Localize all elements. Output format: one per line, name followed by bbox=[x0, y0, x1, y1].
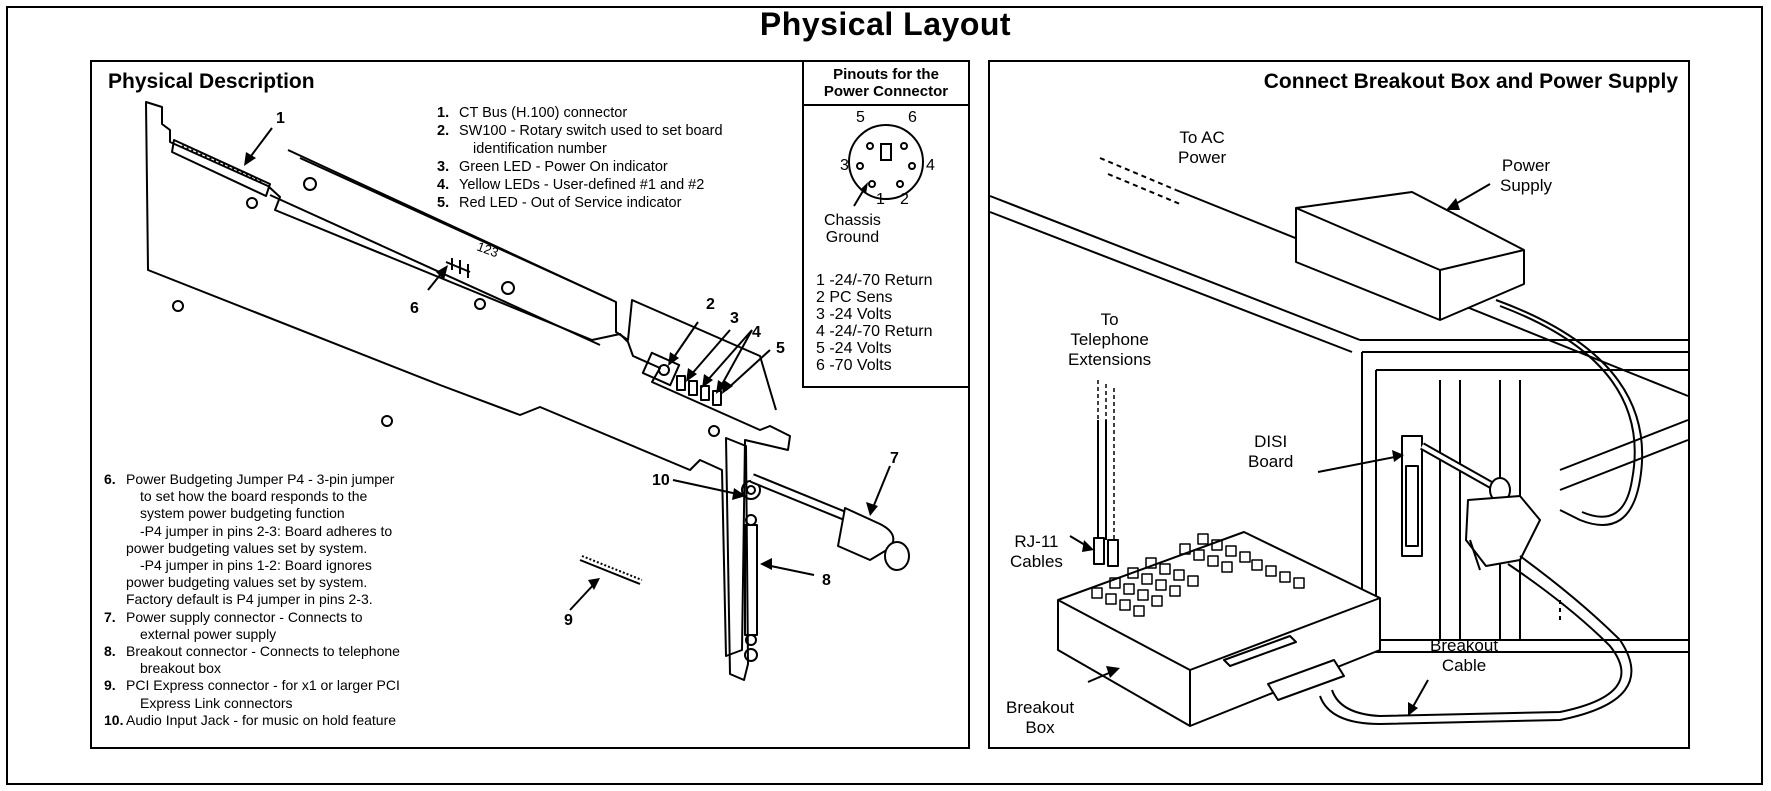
pin-row: 6 -70 Volts bbox=[816, 357, 892, 374]
callout-5: 5 bbox=[776, 340, 785, 357]
description-list-bottom: 6.Power Budgeting Jumper P4 - 3-pin jump… bbox=[104, 471, 400, 729]
pin-2-label: 2 bbox=[900, 191, 909, 208]
pin-row: 4 -24/-70 Return bbox=[816, 323, 933, 340]
callout-2: 2 bbox=[706, 296, 715, 313]
physical-description-panel: Physical Description bbox=[90, 60, 970, 749]
list-item: 2.SW100 - Rotary switch used to set boar… bbox=[437, 123, 723, 157]
pin-4-label: 4 bbox=[926, 157, 935, 174]
list-item: 1.CT Bus (H.100) connector bbox=[437, 105, 628, 121]
list-item: 8.Breakout connector - Connects to telep… bbox=[104, 643, 400, 677]
callout-3: 3 bbox=[730, 310, 739, 327]
callout-1: 1 bbox=[276, 110, 285, 127]
list-item: 5.Red LED - Out of Service indicator bbox=[437, 195, 682, 211]
list-item: 9.PCI Express connector - for x1 or larg… bbox=[104, 677, 400, 711]
pin-list: 1 -24/-70 Return 2 PC Sens 3 -24 Volts 4… bbox=[816, 272, 933, 374]
panel-title-connect-breakout: Connect Breakout Box and Power Supply bbox=[1263, 70, 1678, 93]
callout-7: 7 bbox=[890, 450, 899, 467]
page-title: Physical Layout bbox=[759, 6, 1012, 42]
connect-breakout-panel: Connect Breakout Box and Power Supply bbox=[988, 60, 1690, 749]
pin-row: 3 -24 Volts bbox=[816, 306, 892, 323]
power-connector-diagram: 5 6 3 4 1 2 bbox=[840, 109, 935, 208]
callout-8: 8 bbox=[822, 572, 831, 589]
panel-title-physical-description: Physical Description bbox=[108, 70, 315, 93]
jumper-pin-label: 123 bbox=[475, 239, 501, 261]
pin-1-label: 1 bbox=[876, 191, 885, 208]
callout-10: 10 bbox=[652, 472, 670, 489]
pin-row: 2 PC Sens bbox=[816, 289, 893, 306]
pin-3-label: 3 bbox=[840, 157, 849, 174]
pin-row: 1 -24/-70 Return bbox=[816, 272, 933, 289]
pin-6-label: 6 bbox=[908, 109, 917, 126]
list-item: 3.Green LED - Power On indicator bbox=[437, 159, 668, 175]
pinouts-title: Pinouts for the Power Connector bbox=[804, 62, 968, 106]
list-item: 4.Yellow LEDs - User-defined #1 and #2 bbox=[437, 177, 705, 193]
pinouts-box: Pinouts for the Power Connector 5 6 3 4 … bbox=[802, 62, 968, 388]
callout-6: 6 bbox=[410, 300, 419, 317]
list-item: 6.Power Budgeting Jumper P4 - 3-pin jump… bbox=[104, 471, 395, 608]
pin-5-label: 5 bbox=[856, 109, 865, 126]
outer-frame bbox=[6, 6, 1763, 785]
chassis-ground-label: Chassis Ground bbox=[824, 212, 881, 246]
description-list-top: 1.CT Bus (H.100) connector 2.SW100 - Rot… bbox=[437, 104, 723, 212]
list-item: 10.Audio Input Jack - for music on hold … bbox=[104, 711, 397, 728]
callout-4: 4 bbox=[752, 324, 761, 341]
callout-9: 9 bbox=[564, 612, 573, 629]
pin-row: 5 -24 Volts bbox=[816, 340, 892, 357]
